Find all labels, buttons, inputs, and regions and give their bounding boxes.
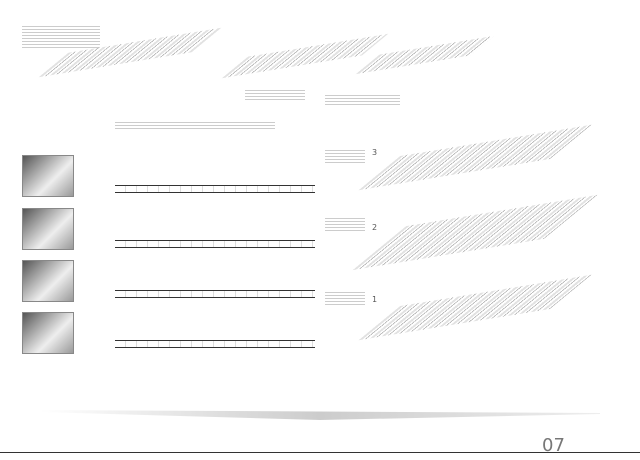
stage-2-diagram — [352, 194, 598, 271]
text-block-1 — [245, 90, 305, 100]
stage-text-2 — [325, 218, 365, 232]
text-block-2 — [325, 95, 400, 105]
cross-section-4 — [115, 340, 315, 348]
model-photo-1 — [22, 155, 74, 197]
stage-3-diagram — [358, 124, 592, 191]
model-photo-4 — [22, 312, 74, 354]
base-line — [0, 452, 640, 453]
stage-1-diagram — [358, 274, 592, 341]
cross-section-2 — [115, 240, 315, 248]
stage-text-3 — [325, 150, 365, 164]
stage-text-1 — [325, 292, 365, 306]
sheet-number: 07 — [542, 435, 565, 456]
model-photo-3 — [22, 260, 74, 302]
stage-number: 3 — [372, 148, 378, 157]
model-photo-2 — [22, 208, 74, 250]
cross-section-3 — [115, 290, 315, 298]
stage-number: 1 — [372, 295, 378, 304]
stage-number: 2 — [372, 223, 378, 232]
cross-section-1 — [115, 185, 315, 193]
intro-text-block — [22, 26, 100, 50]
longitudinal-section — [40, 410, 600, 420]
text-block-3 — [115, 122, 275, 130]
